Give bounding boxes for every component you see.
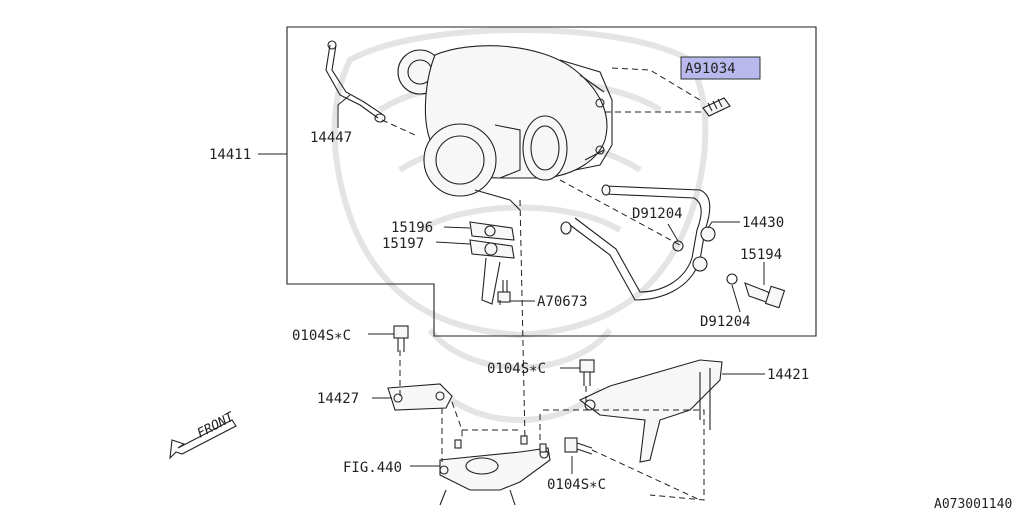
assembly-dash-lines [381,67,705,501]
diagram-id: A073001140 [934,497,1012,512]
leader-lines [258,94,765,474]
bolt-0104sc-c [564,437,593,455]
callout-0104sc-b[interactable]: 0104S∗C [487,361,546,377]
highlight-box-a91034 [680,56,761,80]
callout-a70673[interactable]: A70673 [537,294,588,310]
bracket-14427 [387,383,453,411]
callout-d91204-upper[interactable]: D91204 [632,206,683,222]
washer-d91204-lower [726,273,738,285]
callout-fig440[interactable]: FIG.440 [343,460,402,476]
turbocharger [397,45,613,211]
front-arrow: FRONT [169,409,237,460]
bolt-a70673 [497,280,511,303]
bolt-0104sc-a [393,325,409,352]
oil-return-pipe-14447 [325,40,386,123]
callout-14421[interactable]: 14421 [767,367,809,383]
bracket-14421 [578,359,723,463]
callout-14411[interactable]: 14411 [209,147,251,163]
callout-a91034[interactable]: A91034 [685,61,736,77]
assembly-frame [286,26,817,337]
callout-15194[interactable]: 15194 [740,247,782,263]
callout-0104sc-c[interactable]: 0104S∗C [547,477,606,493]
oil-pipe-14430 [560,184,716,301]
callout-15196[interactable]: 15196 [391,220,433,236]
gaskets [469,221,515,305]
callout-14447[interactable]: 14447 [310,130,352,146]
flange-fig440 [439,435,551,506]
callout-14427[interactable]: 14427 [317,391,359,407]
stud-a91034 [702,97,731,117]
union-bolt-15194 [744,282,786,309]
callout-14430[interactable]: 14430 [742,215,784,231]
callout-15197[interactable]: 15197 [382,236,424,252]
bolt-0104sc-b [579,359,595,386]
callout-d91204-lower[interactable]: D91204 [700,314,751,330]
callout-0104sc-a[interactable]: 0104S∗C [292,328,351,344]
